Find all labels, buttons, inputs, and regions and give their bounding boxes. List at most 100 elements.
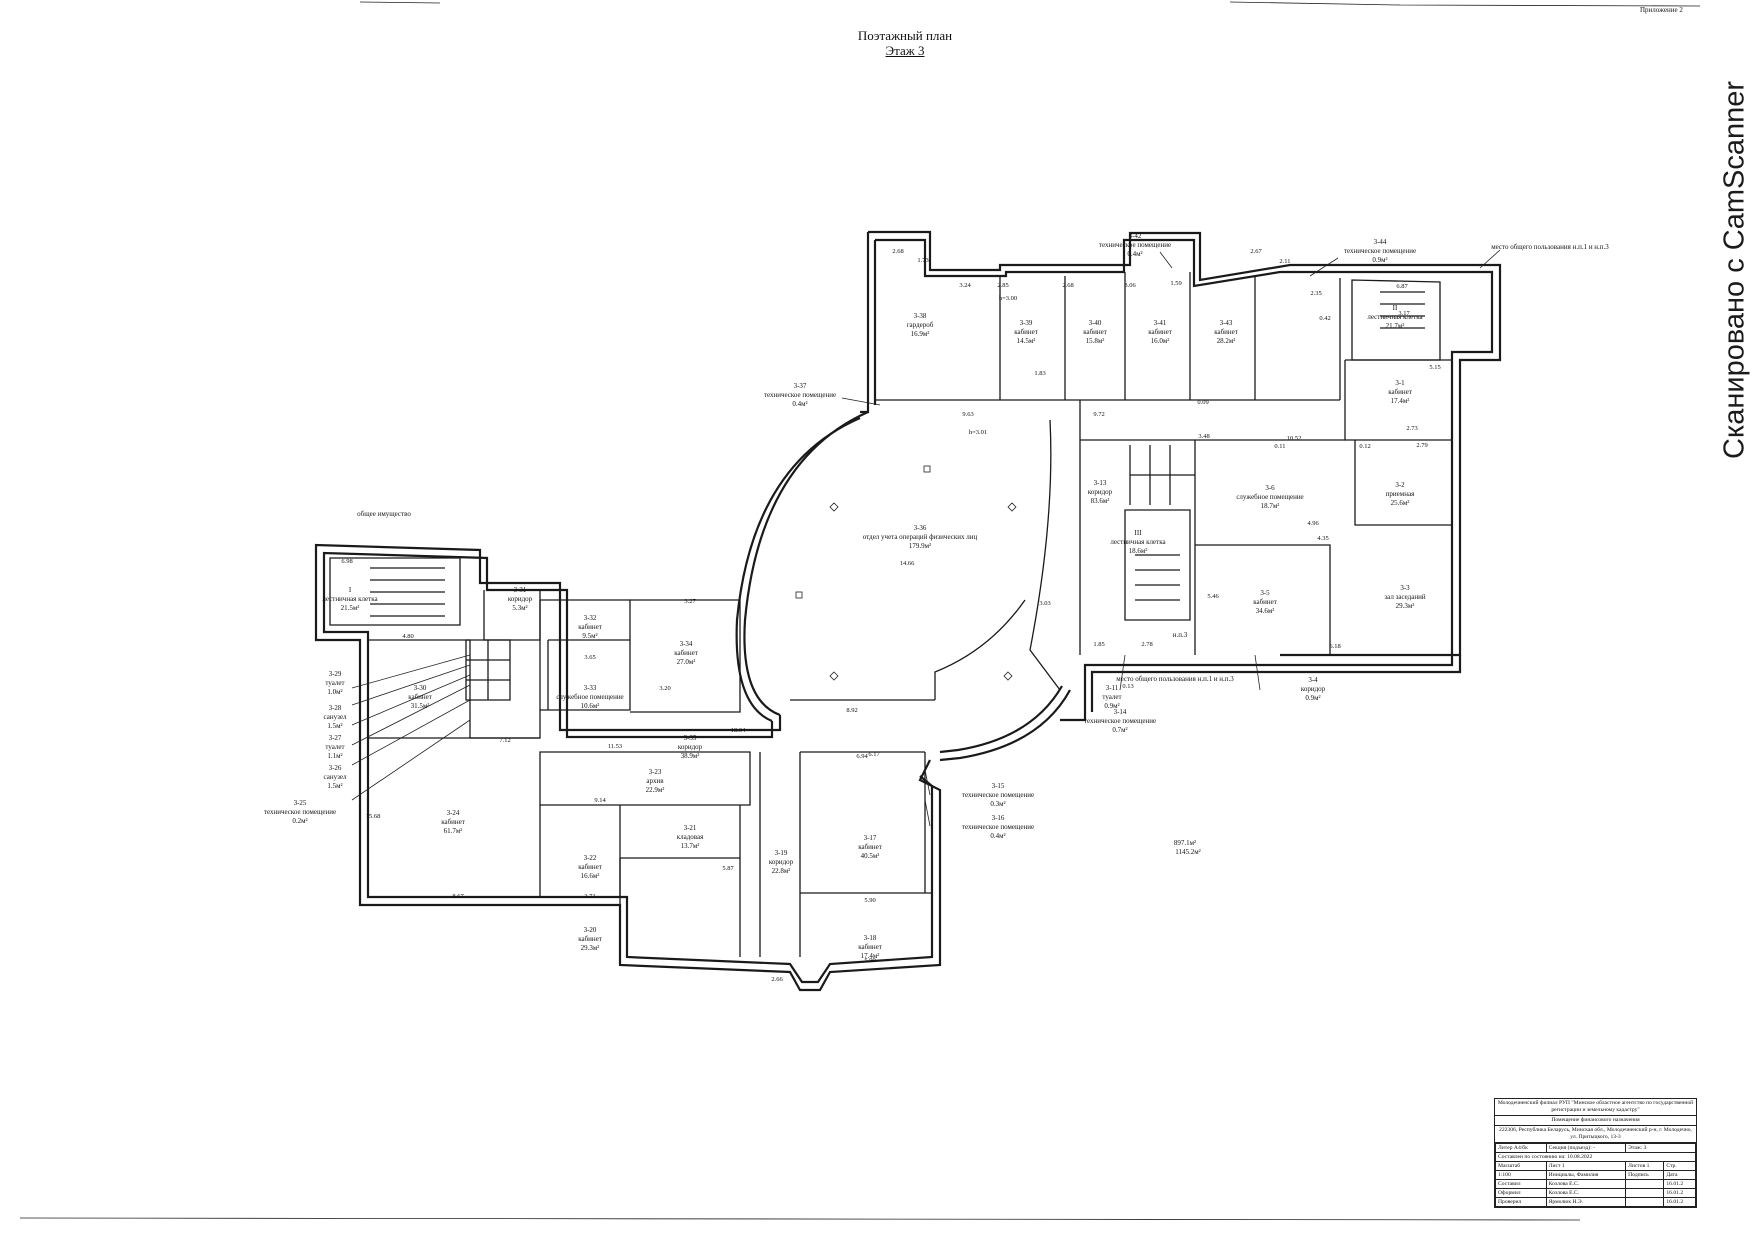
dimension-label-5: 3.06 [1124,282,1136,289]
dimension-label-35: 2.79 [1416,442,1427,449]
room-label-2-line-1: кабинет [1083,328,1107,336]
room-label-11-line-2: 83.6м² [1091,497,1110,505]
dimension-label-13: 0.42 [1319,315,1330,322]
callout-label-10-line-1: туалет [325,743,344,751]
callout-label-12-line-0: 3-25 [294,799,307,807]
room-label-24-line-2: 16.6м² [581,872,600,880]
room-label-15-line-0: 3-31 [514,586,527,594]
room-label-20-line-0: 3-35 [684,734,697,742]
room-label-7-line-2: 25.6м² [1391,499,1410,507]
room-label-16-line-0: 3-32 [584,614,597,622]
dimension-label-46: 0.09 [1197,399,1208,406]
callout-label-3-line-1: коридор [1301,685,1326,693]
room-label-25-line-1: кабинет [578,935,602,943]
dimension-label-9: 2.35 [1310,290,1321,297]
room-label-10-line-0: 3-6 [1265,484,1275,492]
note-np3-area2: 1145.2м² [1175,848,1201,856]
room-label-22-line-2: 61.7м² [444,827,463,835]
title-block: Молодечненский филиал РУП "Минское облас… [1494,1098,1697,1208]
note-common-use-top: место общего пользования н.п.1 и н.п.3 [1491,243,1609,251]
dimension-label-41: 1.85 [1093,641,1104,648]
room-label-25-line-2: 29.3м² [581,944,600,952]
dimension-label-39: 5.46 [1207,593,1219,600]
dimension-label-29: 4.80 [402,633,413,640]
stamp-floor: Этаж: 3 [1625,1143,1696,1153]
stamp-section: Секция (подъезд): - [1545,1143,1627,1153]
stamp-subject: Помещение финансового назначения [1495,1116,1696,1126]
dimension-label-22: 8.67 [452,893,464,900]
room-label-21-line-2: 22.9м² [646,786,665,794]
callout-label-8-line-2: 1.0м² [327,688,342,696]
room-label-7-line-0: 3-2 [1395,481,1405,489]
outer-walls [314,230,1502,992]
stamp-r3s [1625,1197,1665,1207]
dimension-label-17: 10.52 [1287,435,1302,442]
room-label-0-line-1: гардероб [907,321,934,329]
room-label-23-line-0: 3-21 [684,824,697,832]
dimension-label-27: 2.66 [771,976,783,983]
room-label-14-line-1: лестничная клетка [322,595,378,603]
room-label-10-line-1: служебное помещение [1236,493,1303,501]
room-label-8-line-1: зал заседаний [1384,593,1425,601]
dimension-label-12: 5.15 [1429,364,1440,371]
stamp-sheets-h: Листов 1 [1625,1161,1665,1171]
room-label-17-line-1: кабинет [674,649,698,657]
room-label-5-line-0: II [1393,304,1398,312]
callout-label-0-line-1: техническое помещение [1099,241,1171,249]
callout-label-7-line-1: техническое помещение [962,823,1034,831]
room-label-6-line-1: кабинет [1388,388,1412,396]
note-np3: н.п.3 [1173,631,1188,639]
callout-label-5-line-0: 3-14 [1114,708,1127,716]
room-label-21-line-1: архив [646,777,664,785]
callout-label-6-line-1: техническое помещение [962,791,1034,799]
scan-edge-top [359,1,1701,7]
hall-markers [795,465,1017,681]
dimension-label-51: 14.66 [900,560,915,567]
room-label-16-line-1: кабинет [578,623,602,631]
dimension-label-1: 1.73 [917,257,928,264]
room-label-19-line-1: кабинет [408,693,432,701]
dimension-label-7: 2.67 [1250,248,1262,255]
room-label-26-line-0: 3-19 [775,849,788,857]
note-common-property: общее имущество [357,510,411,518]
stamp-r2n: Козлова Е.С. [1545,1188,1627,1198]
note-np3-area: 897.1м² [1174,839,1196,847]
room-label-5-line-2: 21.7м² [1386,322,1405,330]
room-label-19-line-2: 31.5м² [411,702,430,710]
room-label-27-line-2: 40.5м² [861,852,880,860]
stamp-address: 222306, Республика Беларусь, Минская обл… [1495,1126,1696,1143]
room-label-20-line-2: 38.9м² [681,752,700,760]
room-label-27-line-1: кабинет [858,843,882,851]
room-label-20-line-1: коридор [678,743,703,751]
dimension-label-34: 2.73 [1406,425,1417,432]
callout-label-4-line-2: 0.9м² [1104,702,1119,710]
room-label-15-line-1: коридор [508,595,533,603]
room-label-12-line-2: 18.6м² [1129,547,1148,555]
stamp-r2d: 16.01.2 [1663,1188,1696,1198]
stamp-r1d: 16.01.2 [1663,1179,1696,1189]
stamp-r1s [1625,1179,1665,1189]
interior-walls [329,272,1452,957]
stamp-col2: Подпись [1625,1170,1665,1180]
room-label-6-line-2: 17.4м² [1391,397,1410,405]
dimension-label-21: 9.14 [594,797,606,804]
room-label-28-line-1: кабинет [858,943,882,951]
room-label-0-line-2: 16.9м² [911,330,930,338]
callout-label-7-line-2: 0.4м² [990,832,1005,840]
room-label-4-line-0: 3-43 [1220,319,1233,327]
room-label-3-line-1: кабинет [1148,328,1172,336]
callout-label-8-line-1: туалет [325,679,344,687]
room-label-12-line-0: III [1135,529,1143,537]
dimension-label-48: 6.94 [856,753,868,760]
stamp-sheet-h: Лист 1 [1545,1161,1627,1171]
room-label-8-line-2: 29.3м² [1396,602,1415,610]
stamp-r3: Проверил [1495,1197,1547,1207]
room-label-9-line-1: кабинет [1253,598,1277,606]
stamp-scale: 1:100 [1495,1170,1547,1180]
dimension-label-24: 5.87 [722,865,734,872]
note-height: h=3.00 [999,295,1017,302]
room-label-2-line-2: 15.8м² [1086,337,1105,345]
room-label-11-line-0: 3-13 [1094,479,1107,487]
room-label-9-line-0: 3-5 [1260,589,1270,597]
